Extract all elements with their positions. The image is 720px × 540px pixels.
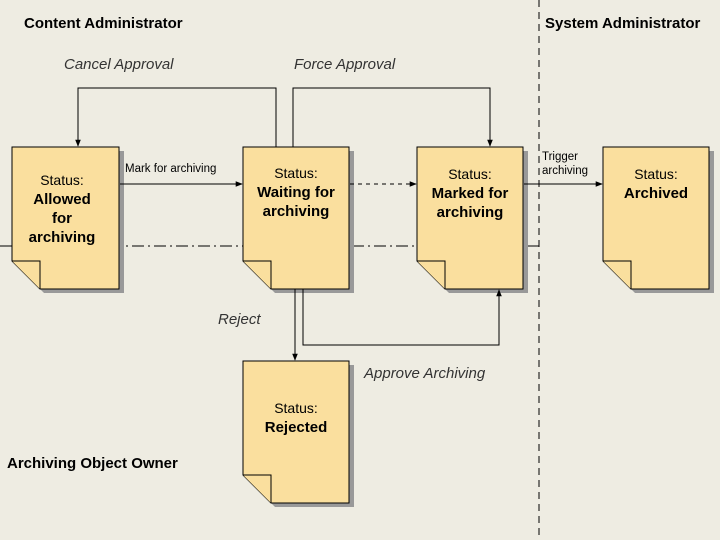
lane-title-object-owner: Archiving Object Owner bbox=[7, 455, 178, 472]
label-reject: Reject bbox=[218, 311, 261, 328]
doc-allowed-status-label: Status: bbox=[40, 172, 84, 188]
label-force-approval: Force Approval bbox=[294, 56, 396, 73]
doc-waiting-status-value: Waiting for archiving bbox=[257, 184, 335, 220]
doc-marked-text: Status: Marked for archiving bbox=[417, 164, 523, 222]
doc-waiting-text: Status: Waiting for archiving bbox=[243, 163, 349, 221]
arrow-approve-archiving bbox=[302, 289, 502, 346]
label-mark-for-archiving: Mark for archiving bbox=[125, 163, 217, 175]
doc-archived-text: Status: Archived bbox=[603, 164, 709, 203]
label-trigger-archiving: Trigger archiving bbox=[542, 151, 589, 177]
arrow-force-approval bbox=[292, 87, 493, 147]
doc-archived-status-value: Archived bbox=[623, 185, 689, 202]
doc-waiting bbox=[242, 146, 354, 293]
doc-allowed-status-value: Allowed for archiving bbox=[28, 191, 96, 246]
doc-marked-status-value: Marked for archiving bbox=[431, 185, 509, 221]
doc-archived bbox=[602, 146, 714, 293]
doc-rejected-status-label: Status: bbox=[274, 400, 318, 416]
doc-marked-status-label: Status: bbox=[448, 166, 492, 182]
doc-marked bbox=[416, 146, 528, 293]
label-cancel-approval: Cancel Approval bbox=[64, 56, 174, 73]
doc-rejected-status-value: Rejected bbox=[264, 419, 328, 436]
doc-archived-status-label: Status: bbox=[634, 166, 678, 182]
doc-rejected bbox=[242, 360, 354, 507]
arrow-cancel-approval bbox=[75, 87, 277, 147]
doc-allowed bbox=[11, 146, 124, 293]
doc-rejected-text: Status: Rejected bbox=[243, 398, 349, 437]
doc-waiting-status-label: Status: bbox=[274, 165, 318, 181]
doc-allowed-text: Status: Allowed for archiving bbox=[12, 170, 112, 247]
lane-title-content-admin: Content Administrator bbox=[24, 15, 183, 32]
lane-title-system-admin: System Administrator bbox=[545, 15, 701, 32]
label-approve-archiving: Approve Archiving bbox=[364, 365, 486, 382]
